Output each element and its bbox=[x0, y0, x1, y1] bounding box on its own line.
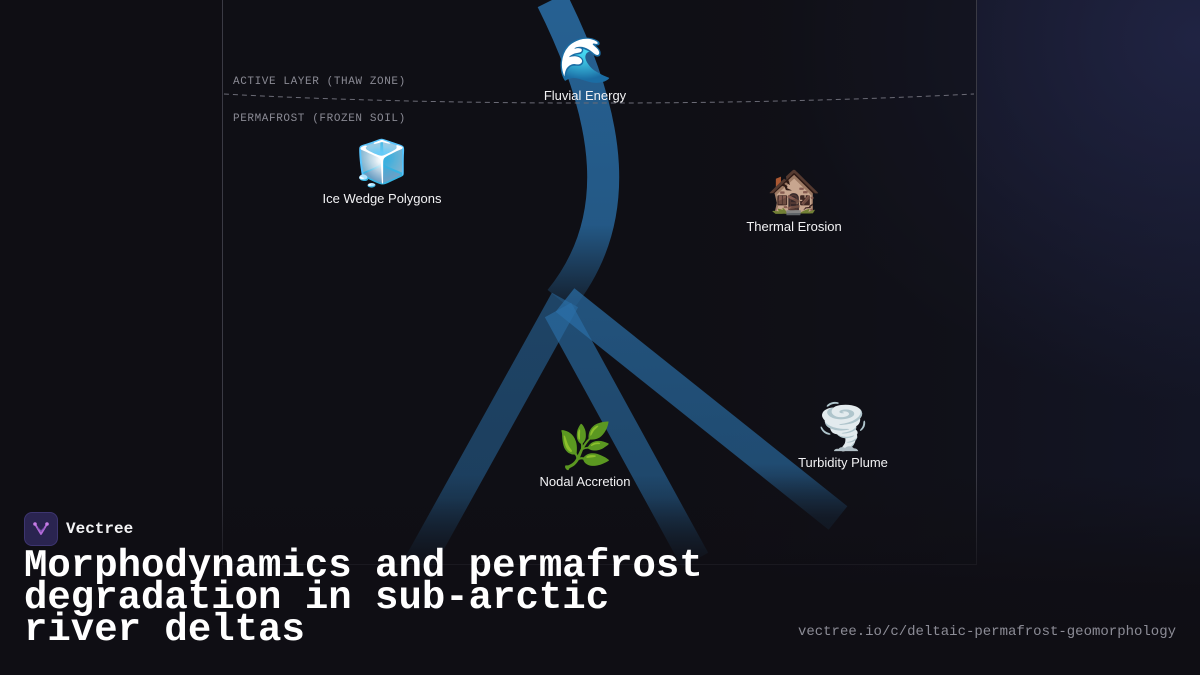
bottom-fade bbox=[0, 475, 1200, 675]
derelict-house-icon: 🏚️ bbox=[766, 167, 822, 216]
ice-cube-icon: 🧊 bbox=[354, 139, 410, 188]
river-main-channel bbox=[537, 0, 620, 311]
brand-name: Vectree bbox=[66, 520, 134, 538]
tornado-icon: 🌪️ bbox=[815, 403, 871, 452]
node-label: Thermal Erosion bbox=[746, 219, 842, 234]
node-label: Nodal Accretion bbox=[539, 474, 631, 489]
source-url[interactable]: vectree.io/c/deltaic-permafrost-geomorph… bbox=[797, 624, 1176, 640]
thaw-boundary-line bbox=[223, 93, 975, 104]
active-layer-label: ACTIVE LAYER (THAW ZONE) bbox=[233, 76, 406, 88]
node-label: Ice Wedge Polygons bbox=[322, 191, 442, 206]
permafrost-label: PERMAFROST (FROZEN SOIL) bbox=[233, 113, 406, 125]
node-label: Fluvial Energy bbox=[543, 88, 627, 103]
node-label: Turbidity Plume bbox=[798, 455, 888, 470]
node-nodal-accretion[interactable]: 🌿 Nodal Accretion bbox=[539, 422, 630, 489]
vectree-logo-icon bbox=[24, 512, 58, 546]
herb-icon: 🌿 bbox=[557, 422, 613, 471]
brand: Vectree bbox=[24, 512, 133, 546]
node-ice-wedge-polygons[interactable]: 🧊 Ice Wedge Polygons bbox=[323, 139, 442, 206]
node-turbidity-plume[interactable]: 🌪️ Turbidity Plume bbox=[798, 403, 888, 470]
node-thermal-erosion[interactable]: 🏚️ Thermal Erosion bbox=[746, 167, 841, 234]
page-title: Morphodynamics and permafrost degradatio… bbox=[24, 544, 703, 652]
water-wave-icon: 🌊 bbox=[557, 36, 613, 85]
node-fluvial-energy[interactable]: 🌊 Fluvial Energy bbox=[544, 36, 626, 103]
